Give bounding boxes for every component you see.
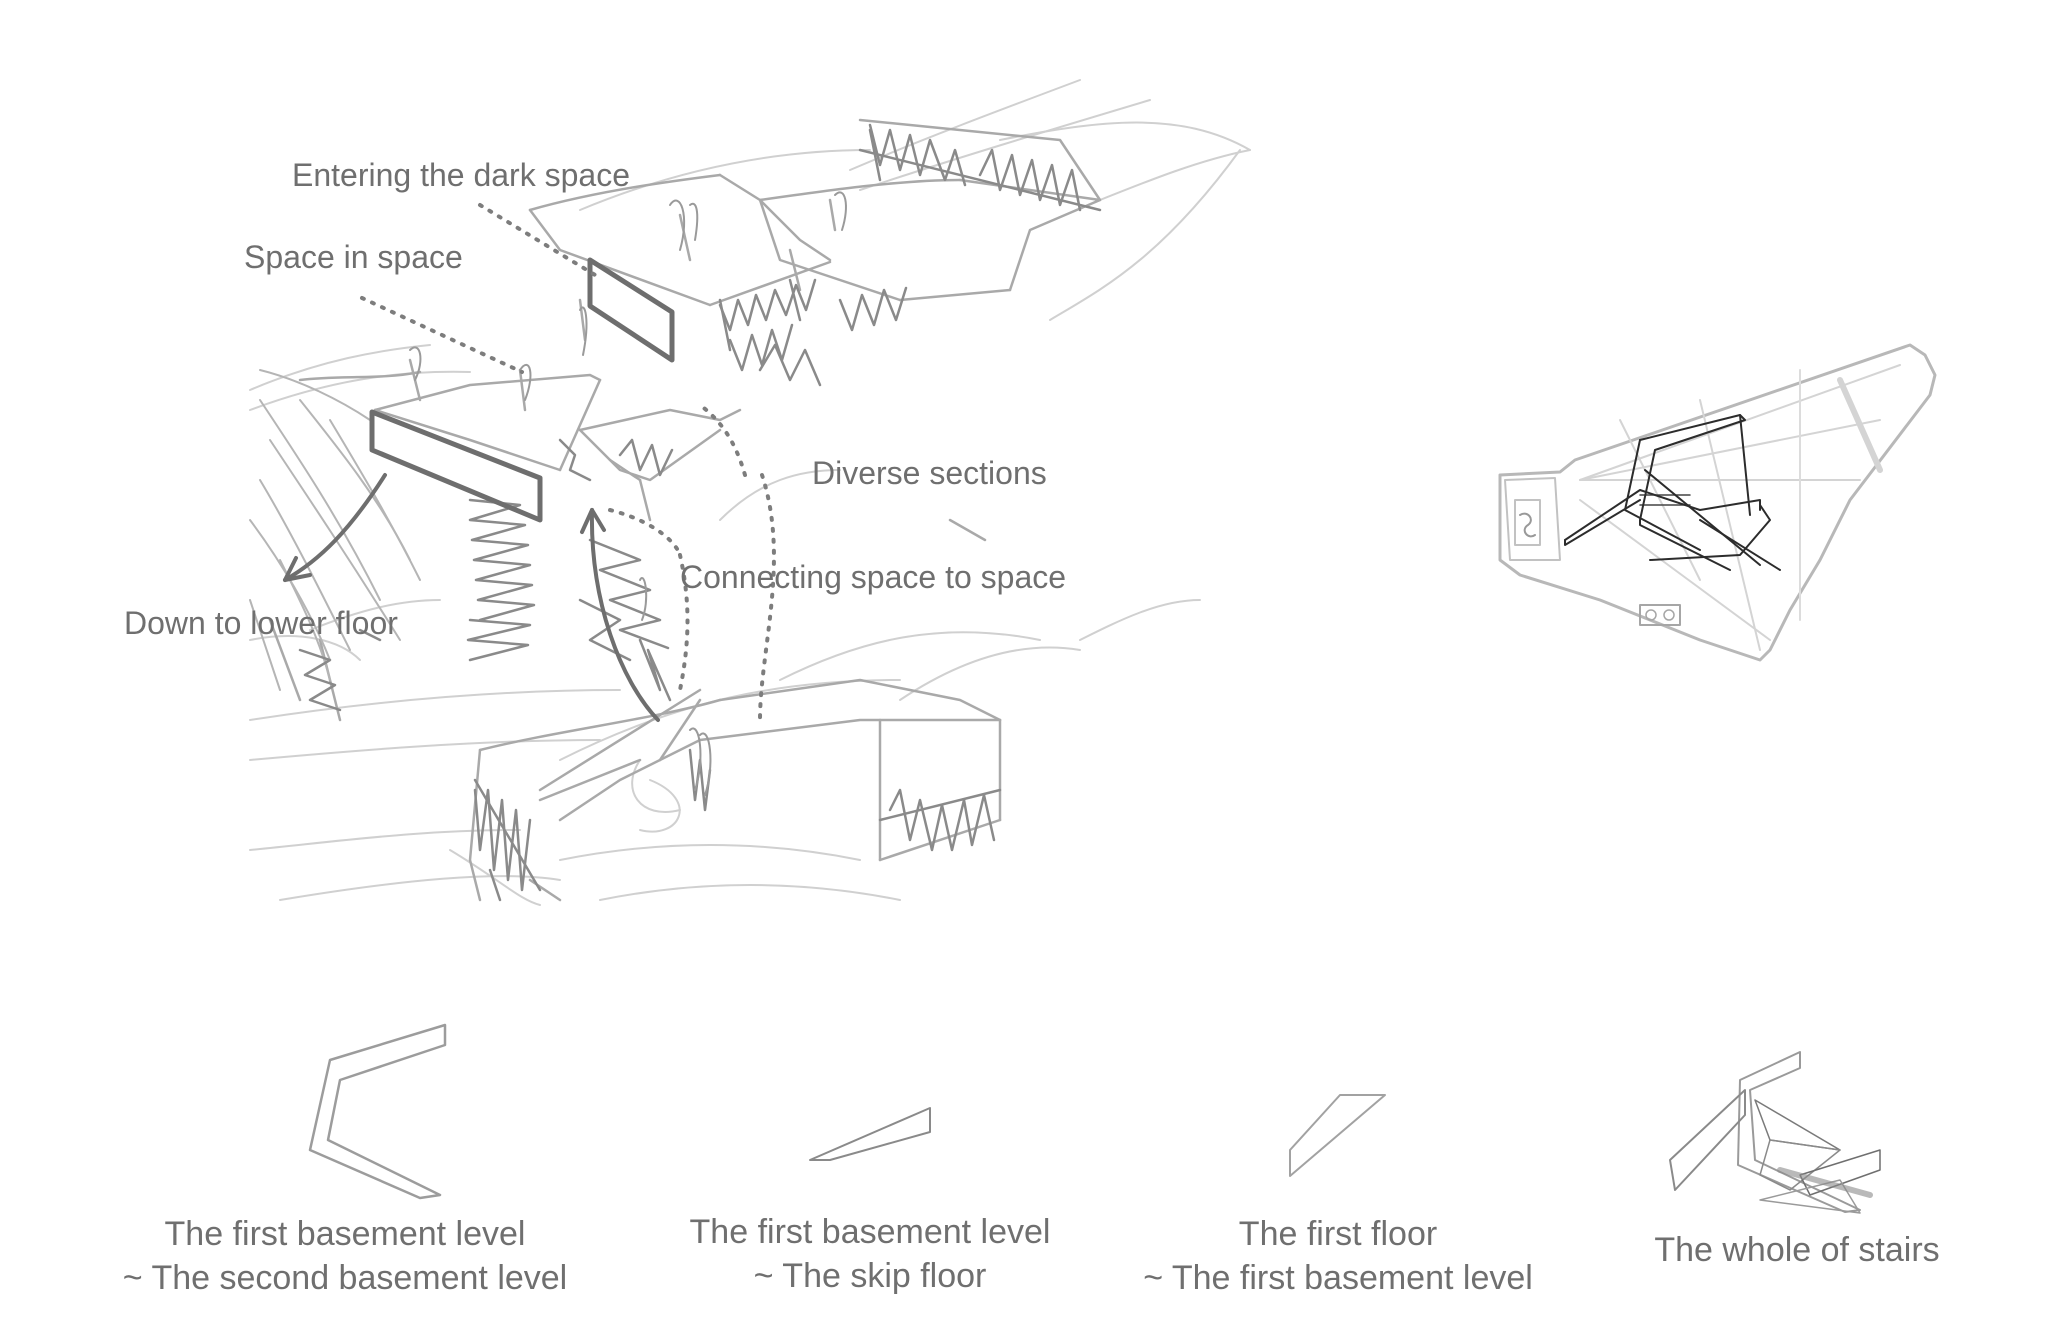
down-arrow [283,473,387,582]
stair-diagram-1f-b1 [1289,1094,1386,1177]
platform-outlines [268,118,1102,902]
stair-diagram-whole [1669,1051,1881,1214]
floor-plan [1498,343,1937,662]
stair-diagram-b1-skip [809,1107,931,1161]
label-connecting-space: Connecting space to space [680,559,1067,595]
caption-b1-skip-line1: The first basement level [689,1213,1051,1251]
dark-space-box [587,257,675,363]
caption-b1-b2-line2: ~ The second basement level [122,1259,568,1297]
label-entering-dark-space: Entering the dark space [292,157,630,193]
caption-whole-stairs: The whole of stairs [1654,1228,1939,1272]
human-figures [409,191,847,796]
caption-1f-b1-line1: The first floor [1238,1215,1438,1253]
annotation-leaders [360,203,776,722]
zigzag-railings [298,123,1102,902]
space-in-space-box [369,409,543,523]
up-arrow [580,508,660,722]
label-diverse-sections: Diverse sections [812,455,1047,491]
label-space-in-space: Space in space [244,239,463,275]
label-down-to-lower-floor: Down to lower floor [124,605,398,641]
caption-b1-b2-line1: The first basement level [164,1215,526,1253]
left-hatching [249,369,421,691]
caption-1f-b1-line2: ~ The first basement level [1143,1259,1533,1297]
background-sketch-lines [249,79,1251,906]
caption-1f-b1: The first floor ~ The first basement lev… [1143,1212,1533,1300]
stair-diagram-b1-b2 [308,1023,447,1200]
caption-b1-skip-line2: ~ The skip floor [753,1257,987,1295]
caption-b1-skip: The first basement level ~ The skip floo… [690,1210,1051,1298]
caption-b1-b2: The first basement level ~ The second ba… [123,1212,568,1300]
caption-whole-stairs-line1: The whole of stairs [1654,1231,1940,1269]
